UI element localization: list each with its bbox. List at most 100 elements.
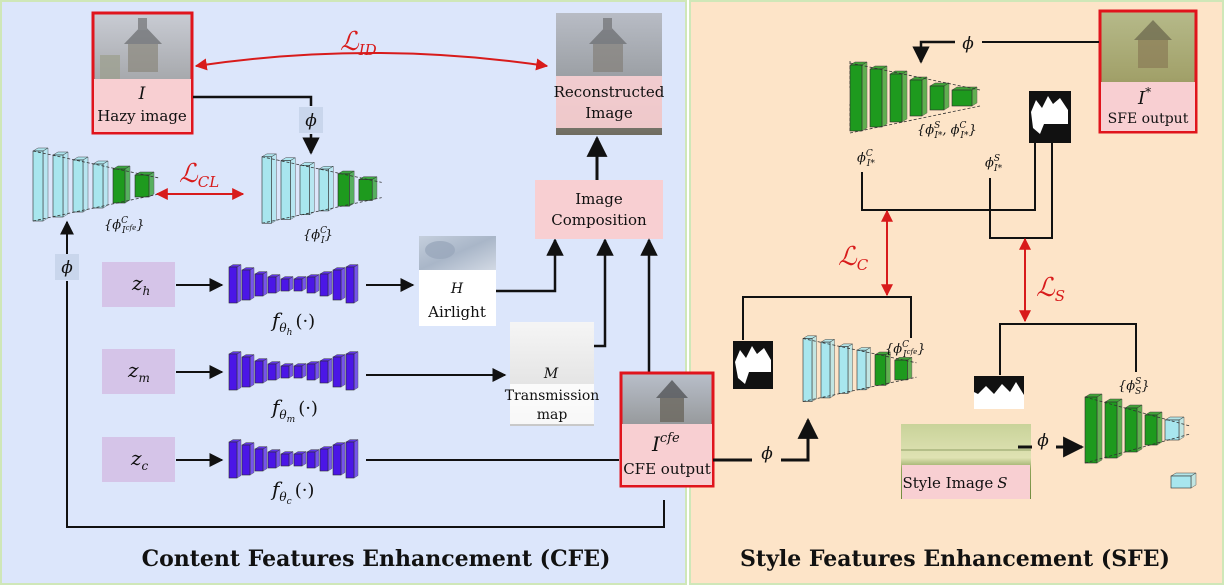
encoder-funnel	[802, 338, 917, 402]
encoder-layer	[869, 65, 888, 128]
generator-layer	[293, 451, 307, 467]
transmission-line1: Transmission	[505, 388, 600, 404]
style-mask-thumbnail	[974, 376, 1024, 409]
encoder-layer	[337, 170, 356, 207]
encoder-layer	[874, 351, 892, 386]
generator-layer	[319, 358, 333, 384]
loss-c-label: ℒC	[838, 242, 869, 274]
encoder-layer	[92, 160, 109, 209]
encoder-i	[261, 153, 382, 224]
encoder-sfe-top	[849, 61, 981, 134]
trans-to-composition-arrow	[594, 238, 614, 348]
generator-layer	[332, 267, 346, 301]
encoder-layer	[261, 153, 278, 224]
composition-line2: Composition	[551, 211, 647, 229]
encoder-style	[1084, 393, 1197, 489]
encoder-layer	[72, 156, 89, 213]
feedback-loop-line	[66, 281, 665, 528]
mask-thumbnail-top	[1029, 91, 1071, 143]
encoder-layer	[820, 338, 836, 399]
encoder-layer	[838, 343, 854, 394]
encoder-layer	[909, 76, 928, 117]
generator-layer	[280, 276, 294, 292]
phi-symbol-top: ϕ	[305, 111, 317, 131]
generator-layer	[345, 264, 359, 304]
generator-layer	[345, 439, 359, 479]
airlight-label: Airlight	[427, 303, 486, 321]
phi-symbol-sfe-mid: ϕ	[761, 444, 773, 464]
generator-layer	[228, 351, 242, 391]
encoder-sfe-mid	[802, 335, 917, 402]
phi-symbol-sfe-style: ϕ	[1037, 431, 1049, 451]
encoder-layer	[1124, 404, 1143, 453]
encoder-layer	[929, 82, 950, 111]
phi-symbol-left: ϕ	[61, 258, 73, 278]
svg-text:zc: zc	[130, 446, 149, 473]
mid-style-connector	[999, 323, 1137, 375]
generator-layer	[267, 361, 281, 381]
encoder-layer	[1144, 411, 1163, 446]
generator-c	[228, 439, 359, 479]
encoder-layer	[849, 61, 868, 132]
sfe-output-label: SFE output	[1108, 111, 1189, 127]
generator-layer	[345, 351, 359, 391]
hazy-to-phi-line	[193, 95, 313, 106]
generator-h-label: fθh(·)	[270, 308, 315, 338]
sfe-output-node: I* SFE output	[1098, 9, 1198, 134]
generator-layer	[267, 274, 281, 294]
airlight-node: H Airlight	[419, 236, 496, 326]
generator-layer	[254, 358, 268, 384]
generator-layer	[254, 271, 268, 297]
cfe-output-node: Icfe CFE output	[619, 371, 715, 488]
encoder-layer	[357, 176, 378, 201]
generator-h	[228, 264, 359, 304]
generator-layer	[332, 354, 346, 388]
generator-layer	[319, 446, 333, 472]
generator-layer	[306, 361, 320, 381]
reconstructed-line1: Reconstructed	[554, 83, 665, 101]
phi-to-mid-encoder-arrow	[781, 417, 819, 462]
reconstructed-line2: Image	[585, 104, 633, 122]
generator-layer	[280, 363, 294, 379]
encoder-layer	[280, 157, 297, 220]
generator-layer	[280, 451, 294, 467]
cfe-panel-title: Content Features Enhancement (CFE)	[142, 546, 611, 572]
phi-symbol-sfe-top: ϕ	[962, 34, 974, 54]
hazy-image-node: I Hazy image	[91, 11, 194, 135]
generator-layer	[241, 354, 255, 388]
encoder-layer	[893, 356, 913, 381]
phi-c-istar-connector	[861, 143, 1036, 211]
cfe-output-label: CFE output	[623, 460, 711, 478]
encoder-layer	[1170, 472, 1197, 489]
loss-cl-label: ℒCL	[179, 159, 219, 191]
generator-layer	[293, 363, 307, 379]
generator-layer	[332, 442, 346, 476]
encoder-layer	[32, 147, 49, 222]
encoder-layer	[1164, 416, 1185, 441]
generator-layer	[241, 442, 255, 476]
sfe-output-symbol: I*	[1137, 85, 1151, 109]
encoder-layer	[112, 165, 131, 204]
encoder-cfe-left	[32, 147, 160, 222]
airlight-to-composition-arrow	[496, 238, 564, 293]
latent-zm: zm	[102, 349, 175, 394]
encoder-funnel	[261, 156, 382, 224]
cfe-output-symbol: Icfe	[651, 431, 680, 456]
encoder-layer	[1084, 393, 1103, 464]
composition-line1: Image	[575, 190, 623, 208]
svg-text:zm: zm	[127, 358, 150, 385]
transmission-node: M Transmission map	[505, 322, 600, 426]
generator-layer	[228, 264, 242, 304]
loss-id-label: ℒID	[340, 27, 377, 59]
mid-content-connector	[742, 296, 912, 340]
encoder-layer	[1104, 398, 1123, 459]
generator-m	[228, 351, 359, 391]
svg-text:zh: zh	[131, 271, 150, 298]
generator-layer	[228, 439, 242, 479]
